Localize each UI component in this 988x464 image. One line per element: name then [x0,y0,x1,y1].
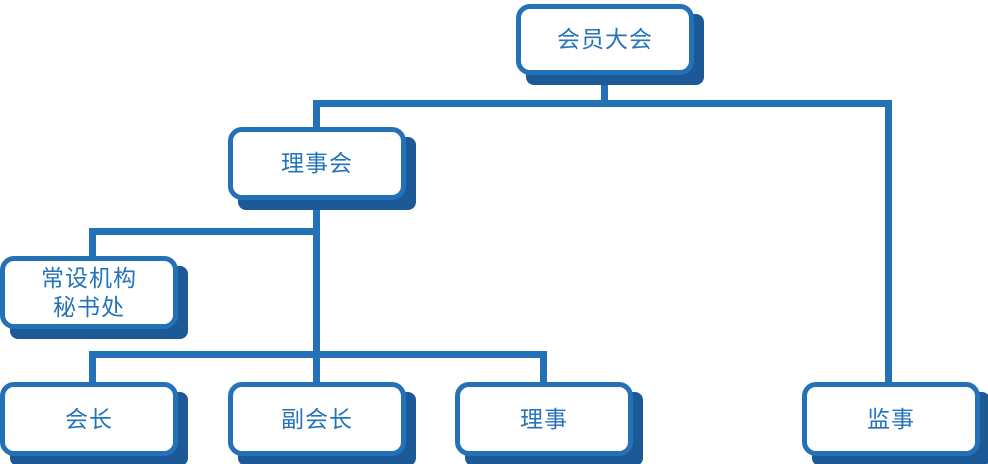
node-board[interactable]: 理事会 [228,127,406,200]
node-board-label: 理事会 [281,150,353,177]
connector-secretariat-bus [89,228,320,235]
node-secretariat[interactable]: 常设机构 秘书处 [0,256,178,329]
connector-director-drop [540,351,547,387]
connector-president-drop [89,351,96,387]
node-vice-president-label: 副会长 [281,405,353,432]
connector-board-drop [313,100,320,132]
node-director-label: 理事 [520,405,568,432]
node-supervisor-label: 监事 [867,405,915,432]
node-secretariat-label: 常设机构 秘书处 [41,265,137,320]
node-director[interactable]: 理事 [455,382,633,456]
connector-level1-bus [313,100,892,107]
node-assembly-label: 会员大会 [557,26,653,53]
node-supervisor[interactable]: 监事 [802,382,980,456]
connector-board-stem [313,197,320,357]
node-president[interactable]: 会长 [0,382,178,456]
node-vice-president[interactable]: 副会长 [228,382,406,456]
connector-supervisor-drop [885,100,892,387]
connector-secretariat-drop [89,228,96,261]
connector-vice-president-drop [313,351,320,387]
node-president-label: 会长 [65,405,113,432]
node-assembly[interactable]: 会员大会 [516,4,694,75]
connector-assembly-stem [601,71,608,107]
